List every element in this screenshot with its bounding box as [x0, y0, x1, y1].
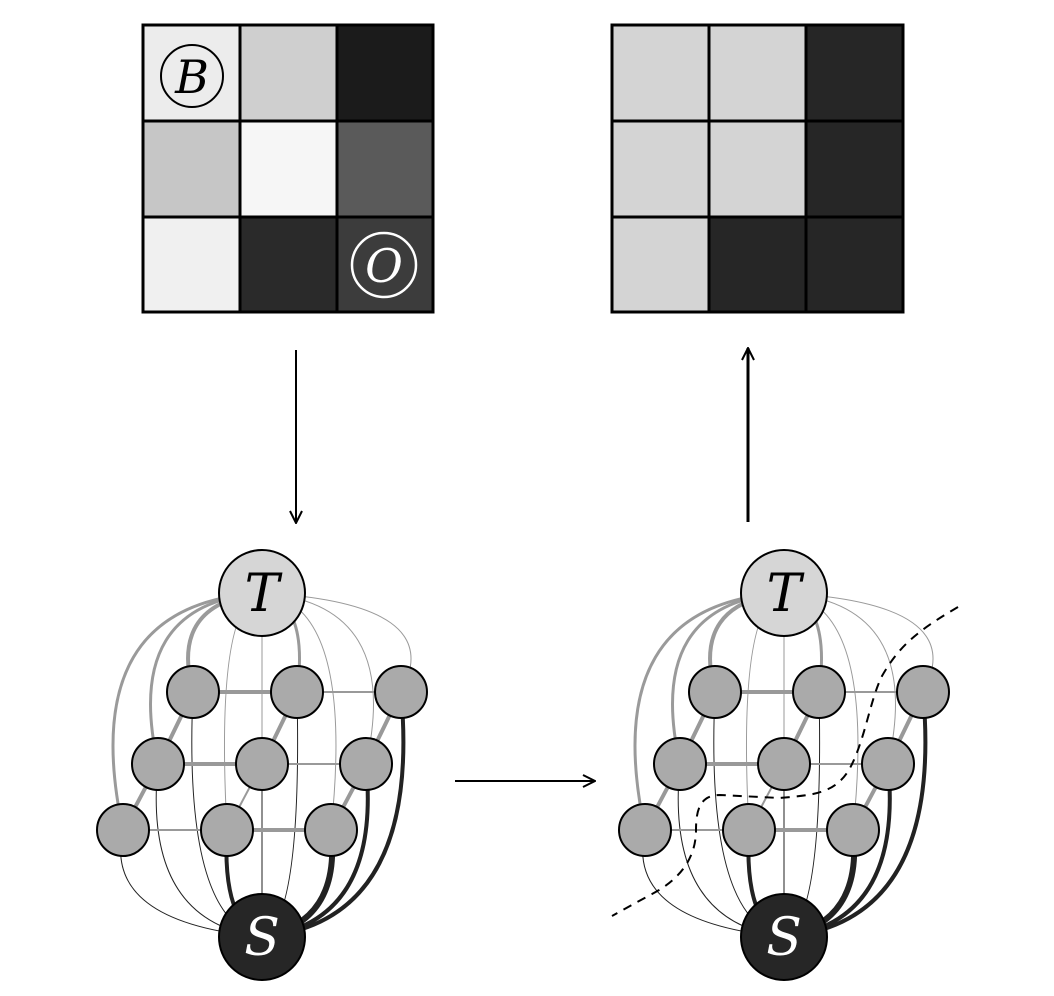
pixel-node: [618, 803, 672, 857]
output-cell-0-0: [612, 25, 709, 121]
source-label: S: [244, 908, 280, 968]
pixel-node: [653, 737, 707, 791]
pixel-node: [792, 665, 846, 719]
tlink-edge: [633, 591, 785, 831]
background-seed-marker: [160, 44, 224, 108]
object-seed-marker: [350, 231, 418, 299]
output-grid-lines: [610, 23, 905, 314]
input-cell-1-1: [239, 120, 337, 217]
sink-label: T: [767, 564, 805, 624]
pixel-node: [688, 665, 742, 719]
pixel-node: [339, 737, 393, 791]
input-cell-0-1: [239, 25, 337, 121]
pixel-node: [96, 803, 150, 857]
pixel-node: [270, 665, 324, 719]
sink-node: [740, 549, 828, 637]
object-seed-label: O: [365, 239, 403, 293]
input-cell-2-1: [239, 216, 337, 313]
output-cell-1-2: [806, 120, 903, 217]
pixel-node: [826, 803, 880, 857]
source-label: S: [766, 908, 802, 968]
pixel-node: [757, 737, 811, 791]
pixel-node: [131, 737, 185, 791]
background-seed-label: B: [174, 50, 209, 104]
input-cell-2-0: [143, 216, 240, 313]
pixel-node: [304, 803, 358, 857]
tlink-edge: [111, 591, 263, 831]
min-cut-line: [611, 606, 959, 917]
output-cell-0-2: [806, 25, 903, 121]
sink-label: T: [245, 564, 283, 624]
output-cell-1-0: [612, 120, 709, 217]
pixel-node: [200, 803, 254, 857]
input-cell-1-0: [143, 120, 240, 217]
pixel-node: [235, 737, 289, 791]
input-cell-1-2: [336, 120, 434, 217]
source-node: [218, 893, 306, 981]
source-node: [740, 893, 828, 981]
input-cell-0-2: [336, 25, 434, 121]
output-cell-2-1: [709, 216, 806, 313]
input-grid-lines: [141, 23, 435, 314]
output-cell-1-1: [709, 120, 806, 217]
output-cell-2-0: [612, 216, 709, 313]
pixel-node: [896, 665, 950, 719]
input-image: B O: [141, 23, 435, 314]
output-cell-0-1: [709, 25, 806, 121]
pixel-node: [722, 803, 776, 857]
sink-node: [218, 549, 306, 637]
pixel-node: [861, 737, 915, 791]
output-image: [610, 23, 905, 314]
pixel-node: [374, 665, 428, 719]
graph-with-cut: TS: [618, 549, 950, 981]
pixel-node: [166, 665, 220, 719]
graph-construction: TS: [96, 549, 428, 981]
output-cell-2-2: [806, 216, 903, 313]
